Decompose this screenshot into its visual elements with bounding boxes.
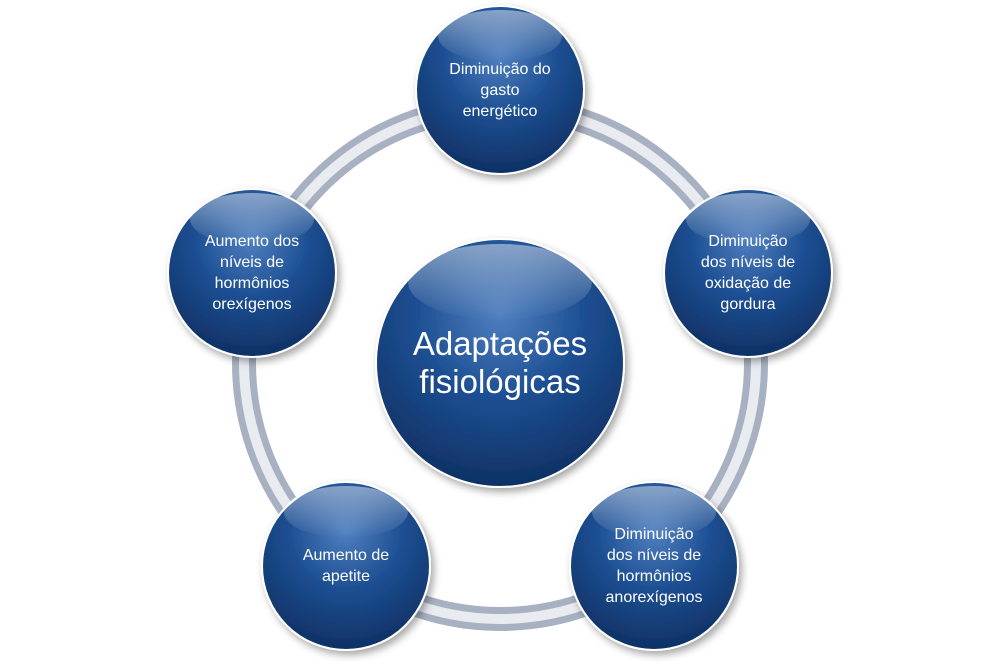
node-bottom-right — [569, 481, 739, 651]
node-bottom-left — [261, 481, 431, 651]
node-right — [663, 188, 833, 358]
node-left — [167, 188, 337, 358]
center-node — [375, 238, 625, 488]
node-top — [415, 5, 585, 175]
